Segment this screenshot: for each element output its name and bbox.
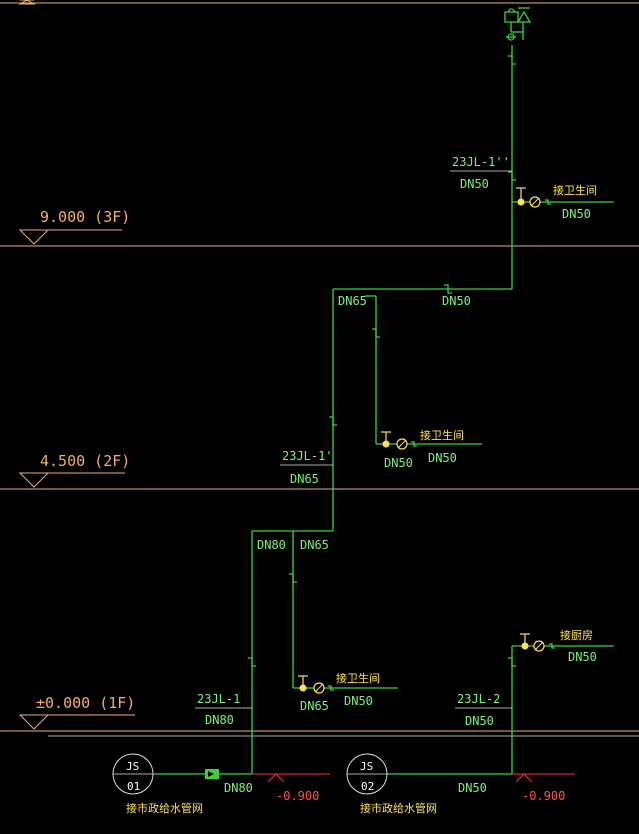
pipe-break-icon: [508, 657, 516, 667]
top-level-symbol: [18, 0, 36, 5]
circle-top-text: JS: [126, 760, 139, 773]
municipal-connection-js02: JS 02 接市政给水管网 DN50 -0.900: [346, 753, 575, 815]
elevation-marker-icon: [515, 773, 533, 783]
pipe-break-icon: [444, 284, 452, 294]
riser-tag-text: 23JL-2: [457, 692, 500, 706]
connection-caption: 接市政给水管网: [126, 801, 203, 815]
branch-3f-toilet: 接卫生间 DN50: [512, 183, 614, 221]
riser-tag-23jl-1pp: 23JL-1'' DN50: [450, 155, 512, 191]
valve-icon: [299, 684, 307, 692]
riser-tag-23jl-2: 23JL-2 DN50: [455, 692, 512, 728]
level-mark-1f: ±0.000 (1F): [18, 694, 135, 730]
riser-size-text: DN65: [290, 472, 319, 486]
pipe-size-label: DN80: [224, 781, 253, 795]
riser-size-text: DN80: [205, 713, 234, 727]
connection-caption: 接市政给水管网: [360, 801, 437, 815]
pipe-size-label: DN50: [384, 456, 413, 470]
valve-icon: [521, 642, 529, 650]
riser-size-text: DN50: [465, 714, 494, 728]
riser-tag-text: 23JL-1: [197, 692, 240, 706]
pipe-size-label: DN50: [568, 650, 597, 664]
level-label-2f: 4.500 (2F): [40, 452, 130, 470]
riser-tag-text: 23JL-1': [282, 449, 333, 463]
riser-tag-23jl-1p: 23JL-1' DN65: [280, 449, 333, 486]
toilet-branch-label: 接卫生间: [553, 183, 597, 197]
pipe-size-label: DN50: [344, 694, 373, 708]
riser-size-text: DN50: [460, 177, 489, 191]
pipe-size-label: DN80: [257, 538, 286, 552]
toilet-branch-label: 接卫生间: [336, 671, 380, 685]
pipe-break-icon: [508, 55, 516, 65]
circle-bottom-text: 01: [127, 780, 140, 793]
municipal-connection-js01: JS 01 接市政给水管网 DN80 -0.900: [112, 753, 330, 815]
circle-top-text: JS: [360, 760, 373, 773]
pipe-break-icon: [372, 328, 380, 338]
level-mark-3f: 9.000 (3F): [18, 208, 130, 245]
pipe-size-label: DN50: [442, 294, 471, 308]
pipe-size-label: DN50: [458, 781, 487, 795]
pipe-size-label: DN65: [300, 699, 329, 713]
pipe-break-icon: [508, 171, 516, 181]
kitchen-branch-label: 接厨房: [560, 629, 593, 642]
branch-1f-toilet: 接卫生间 DN65 DN50: [293, 671, 398, 713]
backflow-preventer-icon: [504, 7, 532, 41]
pipe-break-icon: [289, 573, 297, 583]
toilet-branch-label: 接卫生间: [420, 428, 464, 442]
valve-icon: [382, 440, 390, 448]
pipe-break-icon: [248, 657, 256, 667]
elevation-label: -0.900: [276, 789, 319, 803]
elevation-marker-icon: [267, 773, 285, 783]
pipe-break-icon: [329, 416, 337, 426]
circle-bottom-text: 02: [361, 780, 374, 793]
pipe-size-label: DN65: [338, 294, 367, 308]
pipe-size-label: DN50: [562, 207, 591, 221]
elevation-label: -0.900: [522, 789, 565, 803]
riser-tag-text: 23JL-1'': [452, 155, 510, 169]
level-label-1f: ±0.000 (1F): [36, 694, 135, 712]
pipe-size-label: DN65: [300, 538, 329, 552]
branch-kitchen: 接厨房 DN50: [520, 629, 597, 664]
level-mark-2f: 4.500 (2F): [18, 452, 130, 488]
level-label-3f: 9.000 (3F): [40, 208, 130, 226]
riser-tag-23jl-1: 23JL-1 DN80: [195, 692, 252, 727]
branch-2f-toilet: 接卫生间 DN50 DN50: [376, 428, 482, 470]
valve-icon: [517, 198, 525, 206]
pipe-size-label: DN50: [428, 451, 457, 465]
